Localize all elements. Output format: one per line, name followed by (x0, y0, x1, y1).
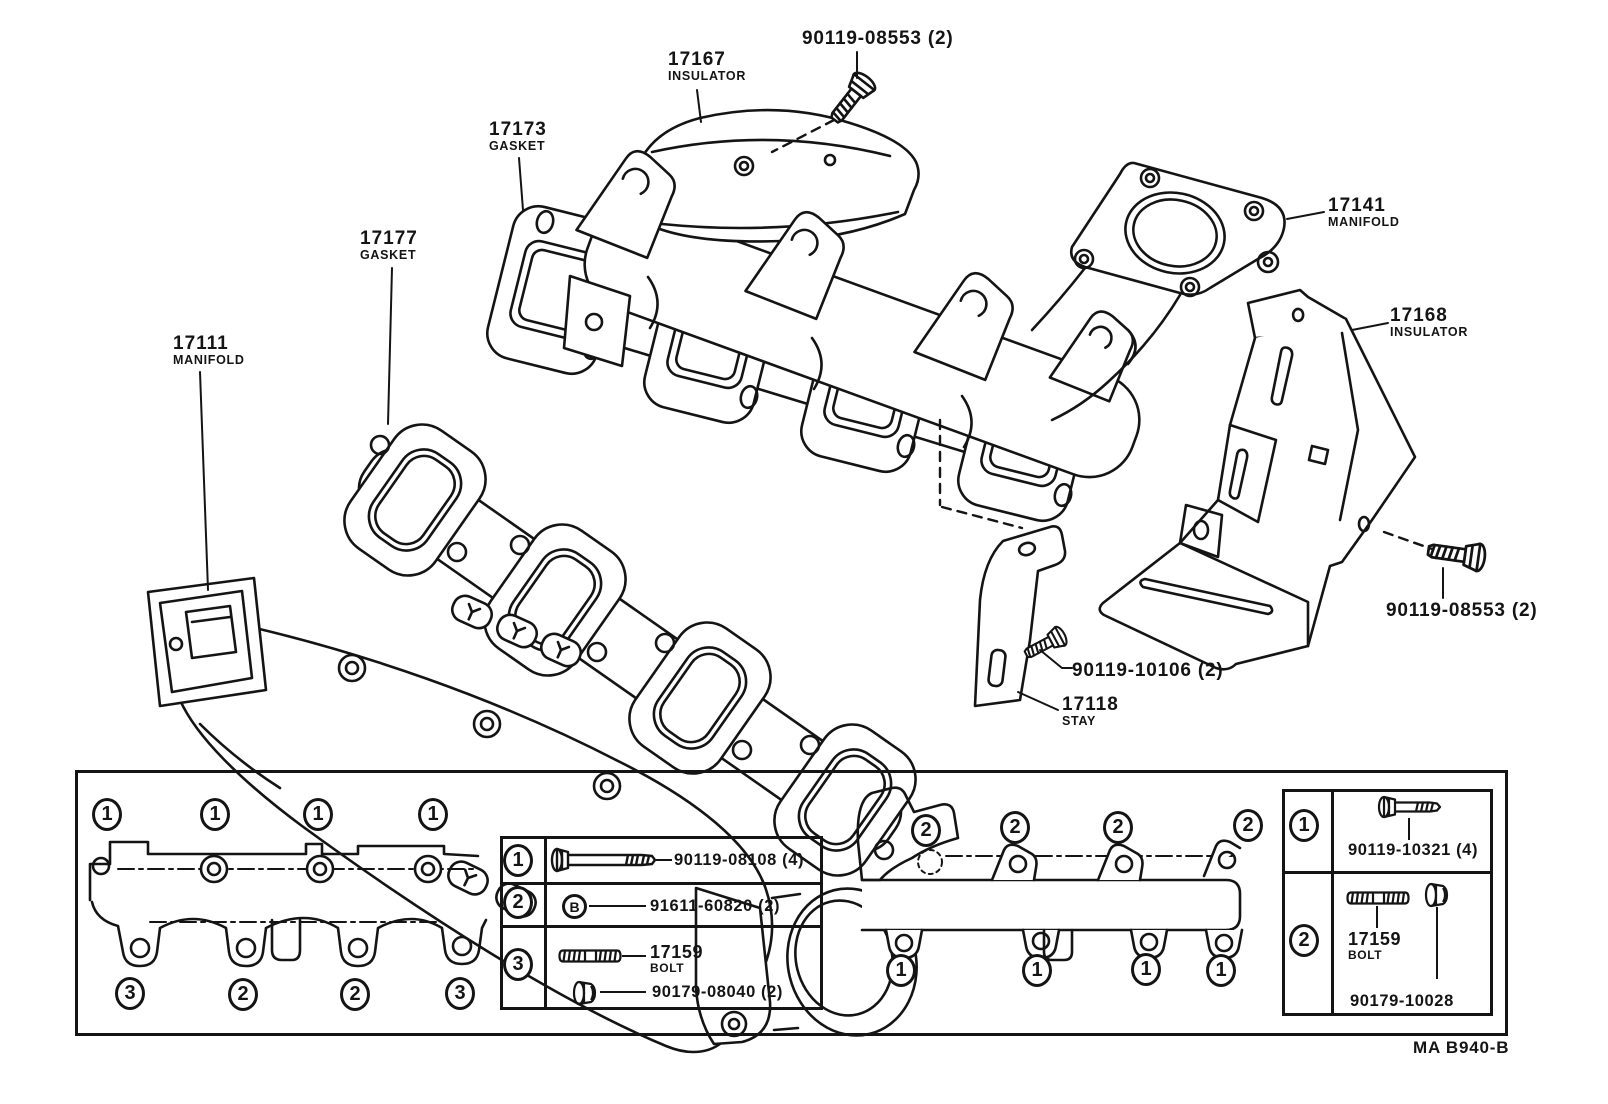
callout-marker: 2 (1103, 811, 1133, 844)
part-label-17173: 17173 GASKET (489, 120, 547, 153)
part-label-17168: 17168 INSULATOR (1390, 306, 1468, 339)
legend-leader (600, 991, 646, 993)
part-name: MANIFOLD (1328, 214, 1400, 229)
insulator-17167-drawing (630, 108, 920, 243)
part-label-90119-08553-right: 90119-08553 (2) (1386, 600, 1538, 621)
corner-table-divider (1331, 789, 1334, 1016)
drawing-code: MA B940-B (1413, 1038, 1510, 1057)
manifold-17141-log-drawing (583, 205, 1141, 479)
legend-table-row-divider (500, 925, 823, 928)
legend-leader (622, 955, 646, 957)
flange-nut-icon (572, 980, 597, 1006)
part-number: 17177 (360, 228, 418, 249)
callout-marker: 1 (200, 798, 230, 831)
manifold-17141-flange-drawing (1030, 161, 1286, 422)
part-number: 17141 (1328, 195, 1386, 216)
stud-bolt-icon (1346, 891, 1410, 905)
callout-marker: 1 (303, 798, 333, 831)
callout-marker: 1 (886, 954, 916, 987)
callout-marker: 3 (445, 977, 475, 1010)
insulator-17168-drawing (1098, 288, 1417, 671)
part-label-90119-10106: 90119-10106 (2) (1072, 660, 1224, 681)
part-number: 17173 (489, 119, 547, 140)
corner-table-row-divider (1282, 871, 1493, 874)
hex-bolt-icon (823, 68, 880, 130)
right-bolt-pattern-profile (856, 786, 1244, 962)
part-number: 17167 (668, 49, 726, 70)
part-name: MANIFOLD (173, 352, 245, 367)
leader-lines (199, 51, 1444, 711)
legend-table-row-divider (500, 882, 823, 885)
gasket-17177-drawing (343, 423, 917, 877)
corner-part-number: 17159 (1348, 929, 1402, 949)
manifold-runner-tabs (562, 149, 1135, 403)
corner-leader (1436, 907, 1438, 979)
legend-part-number: 90119-08108 (4) (674, 851, 805, 869)
bolt-pattern-panel (75, 770, 1508, 1036)
legend-part-number: 90179-08040 (2) (652, 983, 784, 1001)
callout-marker: 1 (418, 798, 448, 831)
callout-marker: 2 (1233, 809, 1263, 842)
corner-marker: 2 (1289, 924, 1319, 957)
legend-leader (589, 905, 646, 907)
legend-part-name: BOLT (650, 961, 685, 975)
hex-bolt-icon (1425, 535, 1488, 574)
legend-table (500, 836, 823, 1010)
legend-marker: 3 (503, 948, 533, 981)
legend-leader (656, 859, 672, 861)
corner-leader (1376, 906, 1378, 928)
part-number: 17168 (1390, 305, 1448, 326)
corner-part-name: BOLT (1348, 948, 1383, 962)
callout-marker: 2 (340, 978, 370, 1011)
part-label-17141: 17141 MANIFOLD (1328, 196, 1400, 229)
part-label-17118: 17118 STAY (1062, 695, 1119, 728)
circle-b-icon: B (562, 894, 587, 919)
part-label-17167: 17167 INSULATOR (668, 50, 746, 83)
corner-part-number: 90179-10028 (1350, 992, 1454, 1010)
left-bolt-pattern-profile (88, 840, 488, 968)
part-name: GASKET (489, 138, 546, 153)
hidden-dashed-lines (770, 118, 1434, 551)
legend-part-number: 17159 (650, 942, 704, 962)
corner-marker: 1 (1289, 809, 1319, 842)
part-label-17177: 17177 GASKET (360, 229, 418, 262)
legend-marker: 1 (503, 844, 533, 877)
hex-bolt-icon (1377, 795, 1442, 819)
legend-marker: 2 (503, 886, 533, 919)
part-label-17111: 17111 MANIFOLD (173, 334, 245, 367)
callout-marker: 3 (115, 977, 145, 1010)
corner-table (1282, 789, 1493, 1016)
part-number: 17118 (1062, 694, 1119, 715)
part-name: INSULATOR (1390, 324, 1469, 339)
part-name: STAY (1062, 713, 1097, 728)
callout-marker: 2 (1000, 811, 1030, 844)
part-label-90119-08553-top: 90119-08553 (2) (802, 28, 954, 49)
callout-marker: 1 (1022, 954, 1052, 987)
callout-marker: 2 (911, 814, 941, 847)
part-name: INSULATOR (668, 68, 747, 83)
part-number: 17111 (173, 333, 229, 354)
callout-marker: 1 (92, 798, 122, 831)
corner-part-number: 90119-10321 (4) (1347, 841, 1479, 859)
legend-part-number: 91611-60820 (2) (650, 897, 781, 915)
hex-bolt-icon (550, 847, 657, 873)
callout-marker: 1 (1131, 953, 1161, 986)
callout-marker: 2 (228, 978, 258, 1011)
legend-table-divider (544, 836, 547, 1010)
flange-nut-icon (1424, 882, 1449, 908)
corner-leader (1408, 818, 1410, 840)
stay-17118-drawing (973, 525, 1067, 708)
stud-bolt-icon (558, 949, 622, 963)
part-name: GASKET (360, 247, 417, 262)
callout-marker: 1 (1206, 954, 1236, 987)
